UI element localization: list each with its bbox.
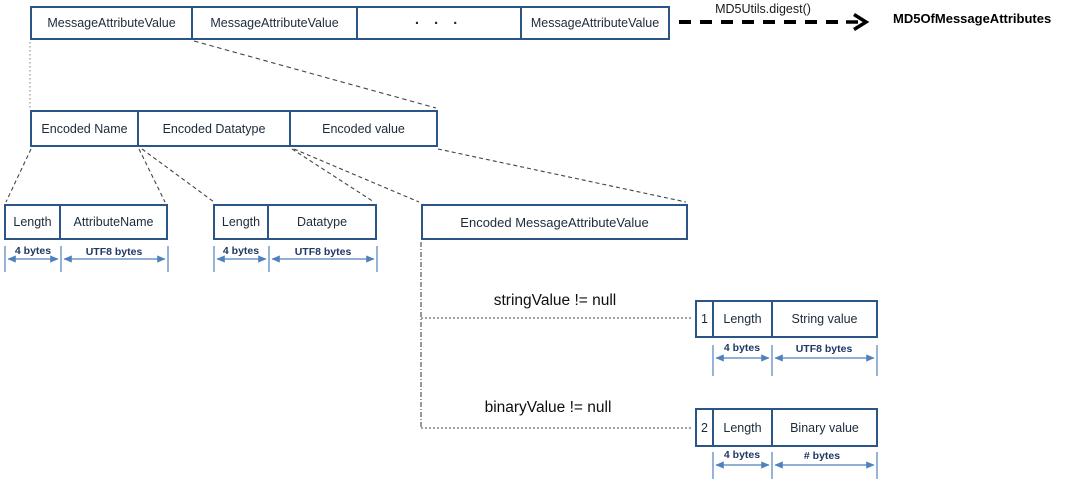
datatype-encoding-row: Length Datatype (213, 204, 377, 240)
encoded-parts-row: Encoded Name Encoded Datatype Encoded va… (30, 110, 438, 147)
box-encoded-message-attribute-value: Encoded MessageAttributeValue (421, 204, 688, 240)
box-message-attribute-value-1: MessageAttributeValue (30, 6, 193, 40)
box-datatype-length: Length (213, 204, 269, 240)
dashed-connector (5, 148, 32, 203)
dashed-connector (141, 148, 215, 203)
dashed-connector (437, 148, 687, 203)
binary-value-row: 2 Length Binary value (695, 408, 878, 447)
measure-label-utf8-bytes: UTF8 bytes (294, 246, 352, 258)
md5-function-label: MD5Utils.digest() (715, 2, 811, 16)
dashed-connector (138, 148, 166, 203)
dashed-connector (293, 148, 420, 203)
md5-result-label: MD5OfMessageAttributes (893, 11, 1052, 26)
box-name-length: Length (4, 204, 61, 240)
box-binary-value: Binary value (771, 408, 878, 447)
box-datatype: Datatype (267, 204, 377, 240)
measure-label-4-bytes: 4 bytes (14, 245, 52, 257)
box-encoded-name: Encoded Name (30, 110, 139, 147)
message-attributes-row: MessageAttributeValue MessageAttributeVa… (30, 6, 670, 40)
measure-label-utf8-bytes: UTF8 bytes (85, 246, 143, 258)
arrowhead-icon (853, 13, 870, 31)
box-ellipsis: · · · (356, 6, 522, 40)
box-encoded-datatype: Encoded Datatype (137, 110, 291, 147)
md5-digest-arrow (679, 13, 870, 31)
box-binary-length: Length (712, 408, 773, 447)
encoded-mav-row: Encoded MessageAttributeValue (421, 204, 688, 240)
dashed-connector (193, 40, 437, 109)
measure-label-num-bytes: # bytes (803, 450, 841, 462)
box-string-value: String value (771, 300, 878, 338)
string-value-row: 1 Length String value (695, 300, 878, 338)
dashed-connector (291, 148, 375, 203)
box-string-length: Length (712, 300, 773, 338)
box-message-attribute-value-n: MessageAttributeValue (520, 6, 670, 40)
measure-label-utf8-bytes: UTF8 bytes (795, 343, 853, 355)
box-message-attribute-value-2: MessageAttributeValue (191, 6, 358, 40)
measure-label-4-bytes: 4 bytes (723, 449, 761, 461)
measure-label-4-bytes: 4 bytes (723, 342, 761, 354)
binary-condition-label: binaryValue != null (484, 399, 612, 416)
box-attribute-name: AttributeName (59, 204, 168, 240)
name-encoding-row: Length AttributeName (4, 204, 168, 240)
string-condition-label: stringValue != null (493, 292, 617, 309)
box-encoded-value: Encoded value (289, 110, 438, 147)
measure-label-4-bytes: 4 bytes (222, 245, 260, 257)
